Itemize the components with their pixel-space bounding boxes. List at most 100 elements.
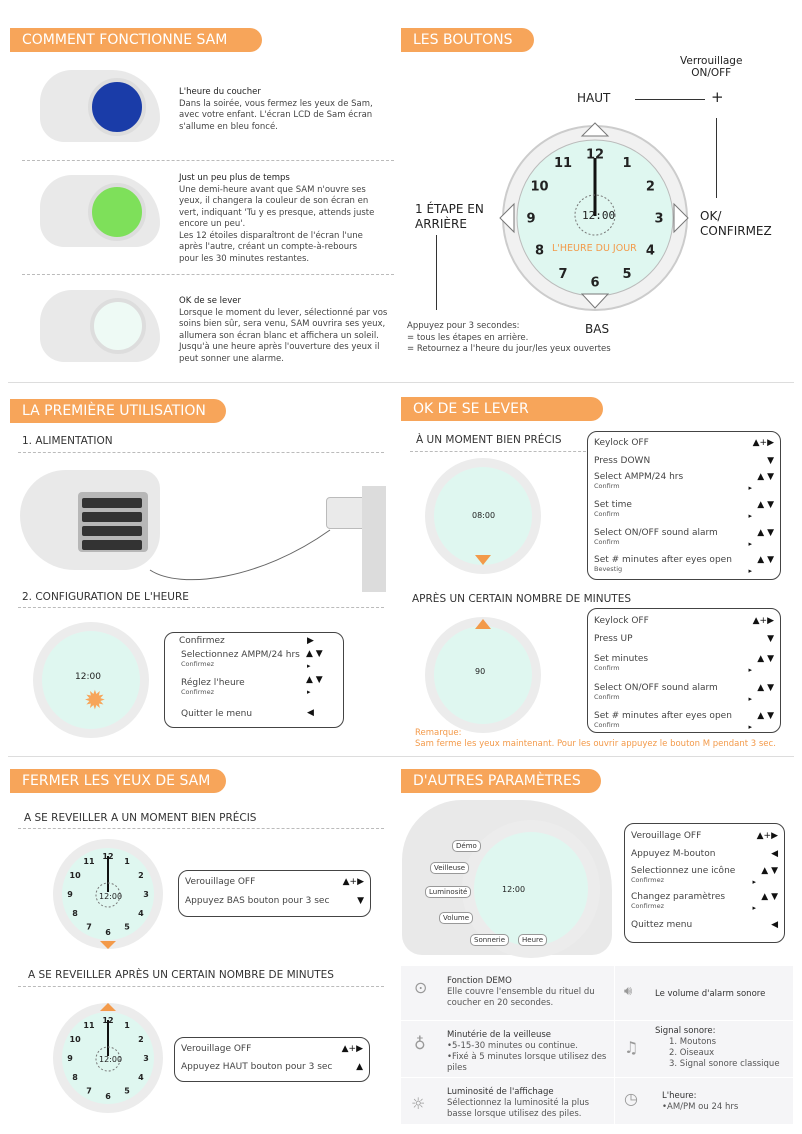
confirm-arrow-icon: ▸ xyxy=(752,904,756,912)
arrow-line xyxy=(716,118,717,198)
sam-device-image xyxy=(40,70,160,142)
confirm-arrow-icon: ▸ xyxy=(748,695,752,703)
feature-volume: Le volume d'alarm sonore xyxy=(655,989,766,999)
key-arrows-icon: ▲ ▼ xyxy=(757,555,774,565)
feature-nightlight: Minutérie de la veilleuse•5-15-30 minute… xyxy=(447,1030,607,1073)
bulb-icon: ♁ xyxy=(414,1034,426,1053)
clock-number: 3 xyxy=(143,1054,149,1063)
key-arrows-icon: ▼ xyxy=(767,456,774,466)
step-time-setup: 2. CONFIGURATION DE L'HEURE xyxy=(22,591,189,603)
clock-number: 10 xyxy=(70,1035,82,1044)
device-screen-image xyxy=(425,458,541,574)
clock-number: 3 xyxy=(143,890,149,899)
ok-label: OK/ CONFIRMEZ xyxy=(700,209,772,238)
menu-row: Press UP xyxy=(594,634,633,644)
section-header-other-settings: D'AUTRES PARAMÈTRES xyxy=(401,769,601,793)
key-arrows-icon: ▲ xyxy=(356,1062,363,1072)
down-label: BAS xyxy=(585,322,610,336)
clock-number: 2 xyxy=(138,1035,144,1044)
music-icon: ♫ xyxy=(624,1038,639,1057)
tag-volume: Volume xyxy=(439,912,474,924)
confirm-arrow-icon: ▸ xyxy=(748,484,752,492)
section-header-first-use: LA PREMIÈRE UTILISATION xyxy=(10,399,226,423)
clock-number: 1 xyxy=(124,1021,130,1030)
sam-device-image xyxy=(40,290,160,362)
key-arrows-icon: ▼ xyxy=(357,896,364,906)
clock-number: 12 xyxy=(586,148,604,163)
screen-time: 08:00 xyxy=(472,511,496,520)
divider xyxy=(8,756,794,757)
divider xyxy=(22,160,394,161)
divider xyxy=(18,986,384,987)
clock-number: 11 xyxy=(83,857,95,866)
divider xyxy=(18,452,384,453)
clock-number: 11 xyxy=(83,1021,95,1030)
wake-minutes-menu: Verouillage OFF▲+▶Appuyez HAUT bouton po… xyxy=(174,1037,370,1082)
clock-number: 1 xyxy=(124,857,130,866)
clock-number: 6 xyxy=(105,1092,111,1101)
clock-number: 12 xyxy=(102,1016,113,1025)
screen-time: 12:00 xyxy=(99,1055,123,1064)
key-arrows-icon: ▲ ▼ xyxy=(757,528,774,538)
menu-row: Confirmez xyxy=(179,636,225,646)
divider xyxy=(18,607,384,608)
alert-burst-icon: ✹ xyxy=(84,686,106,716)
settings-menu: Verouillage OFF▲+▶Appuyez M-bouton◀Selec… xyxy=(624,823,785,943)
clock-number: 7 xyxy=(86,1087,92,1096)
play-circle-icon: ⊙ xyxy=(414,978,428,997)
menu-row: Verouillage OFF xyxy=(631,831,702,841)
back-button xyxy=(499,202,515,234)
mode-label: L'HEURE DU JOUR xyxy=(552,243,637,254)
clock-number: 8 xyxy=(535,244,544,259)
subsection-title: A SE REVEILLER A UN MOMENT BIEN PRÉCIS xyxy=(24,812,257,824)
ok-button xyxy=(673,202,689,234)
wall-socket-image xyxy=(362,486,386,592)
clock-number: 8 xyxy=(72,1073,78,1082)
right-arrow-icon: ▶ xyxy=(307,636,314,646)
clock-number: 7 xyxy=(558,267,567,282)
features-panel xyxy=(401,966,793,1124)
tag-nightlight: Veilleuse xyxy=(430,862,470,874)
device-screen-image xyxy=(33,622,149,738)
volume-icon: 🔊︎ xyxy=(624,984,633,999)
left-arrow-icon: ◀ xyxy=(307,708,314,718)
clock-number: 5 xyxy=(622,267,631,282)
remark: Remarque:Sam ferme les yeux maintenant. … xyxy=(415,728,776,749)
divider xyxy=(614,966,615,1124)
menu-row: Quittez menu xyxy=(631,920,693,930)
step-power: 1. ALIMENTATION xyxy=(22,435,113,447)
subsection-title: À UN MOMENT BIEN PRÉCIS xyxy=(416,434,562,446)
clock-number: 6 xyxy=(105,928,111,937)
wake-time-menu: Verouillage OFF▲+▶Appuyez BAS bouton pou… xyxy=(178,870,371,917)
key-arrows-icon: ▲ ▼ xyxy=(761,892,778,902)
menu-row: Quitter le menu xyxy=(181,709,253,719)
clock-number: 9 xyxy=(526,212,535,227)
screen-time: 12:00 xyxy=(502,885,526,894)
clock-number: 11 xyxy=(554,156,572,171)
confirm-arrow-icon: ▸ xyxy=(748,723,752,731)
key-arrows-icon: ▲+▶ xyxy=(752,438,774,448)
menu-row: Appuyez HAUT bouton pour 3 sec xyxy=(181,1062,333,1072)
section-header-close-eyes: FERMER LES YEUX DE SAM xyxy=(10,769,226,793)
clock-number: 1 xyxy=(622,156,631,171)
up-down-arrows-icon: ▲ ▼ xyxy=(306,649,323,659)
confirm-arrow-icon: ▸ xyxy=(748,666,752,674)
section-header-how-it-works: COMMENT FONCTIONNE SAM xyxy=(10,28,262,52)
key-arrows-icon: ▲ ▼ xyxy=(757,683,774,693)
divider xyxy=(401,1020,793,1021)
key-arrows-icon: ◀ xyxy=(771,920,778,930)
sam-device-image xyxy=(40,175,160,247)
wake-at-time-menu: Keylock OFF▲+▶Press DOWN▼Select AMPM/24 … xyxy=(587,431,781,580)
